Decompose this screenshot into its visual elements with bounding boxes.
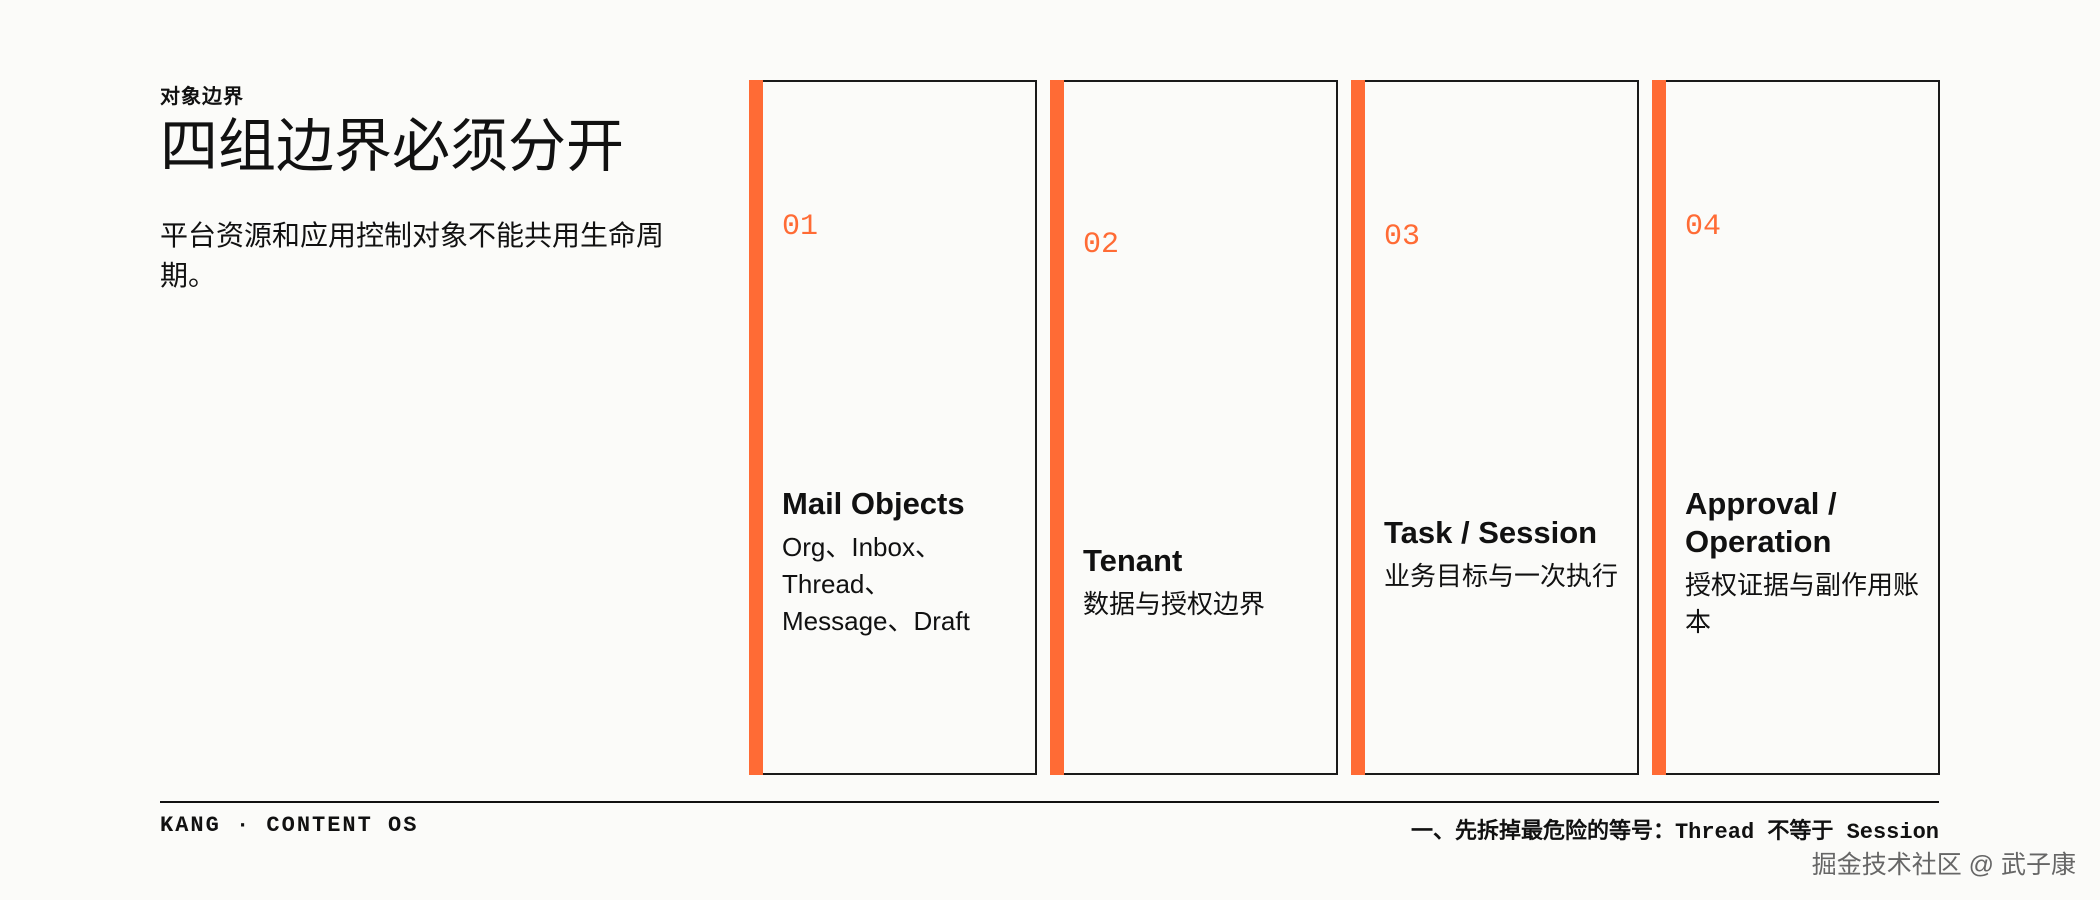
card-accent-bar xyxy=(1351,80,1365,775)
card-body: Task / Session 业务目标与一次执行 xyxy=(1384,514,1623,595)
card-accent-bar xyxy=(1652,80,1666,775)
card-number: 02 xyxy=(1083,228,1120,262)
card-tenant: 02 Tenant 数据与授权边界 xyxy=(1050,80,1338,775)
card-title: Task / Session xyxy=(1384,515,1598,550)
card-description: 数据与授权边界 xyxy=(1083,589,1266,619)
card-title: Tenant xyxy=(1083,543,1183,578)
card-number: 03 xyxy=(1384,220,1421,254)
card-approval-operation: 04 Approval / Operation 授权证据与副作用账本 xyxy=(1652,80,1940,775)
card-body: Mail Objects Org、Inbox、Thread、Message、Dr… xyxy=(782,485,1021,640)
card-description: 业务目标与一次执行 xyxy=(1384,561,1619,591)
card-body: Approval / Operation 授权证据与副作用账本 xyxy=(1685,485,1924,641)
watermark: 掘金技术社区 @ 武子康 xyxy=(1811,851,2076,879)
footer-brand: KANG · CONTENT OS xyxy=(160,813,419,838)
card-description: Org、Inbox、Thread、Message、Draft xyxy=(782,532,970,636)
boundary-cards: 01 Mail Objects Org、Inbox、Thread、Message… xyxy=(749,80,1940,775)
card-mail-objects: 01 Mail Objects Org、Inbox、Thread、Message… xyxy=(749,80,1037,775)
eyebrow-label: 对象边界 xyxy=(160,86,244,108)
card-accent-bar xyxy=(1050,80,1064,775)
page-subtitle: 平台资源和应用控制对象不能共用生命周期。 xyxy=(160,220,665,291)
card-number: 04 xyxy=(1685,210,1722,244)
card-body: Tenant 数据与授权边界 xyxy=(1083,542,1322,623)
card-number: 01 xyxy=(782,210,819,244)
footer-section-title: 一、先拆掉最危险的等号：Thread 不等于 Session xyxy=(1410,820,1939,845)
card-description: 授权证据与副作用账本 xyxy=(1685,570,1920,637)
card-task-session: 03 Task / Session 业务目标与一次执行 xyxy=(1351,80,1639,775)
footer-divider xyxy=(160,801,1939,803)
card-accent-bar xyxy=(749,80,763,775)
card-title: Mail Objects xyxy=(782,486,965,521)
page-title: 四组边界必须分开 xyxy=(160,114,625,179)
card-title: Approval / Operation xyxy=(1685,486,1837,559)
